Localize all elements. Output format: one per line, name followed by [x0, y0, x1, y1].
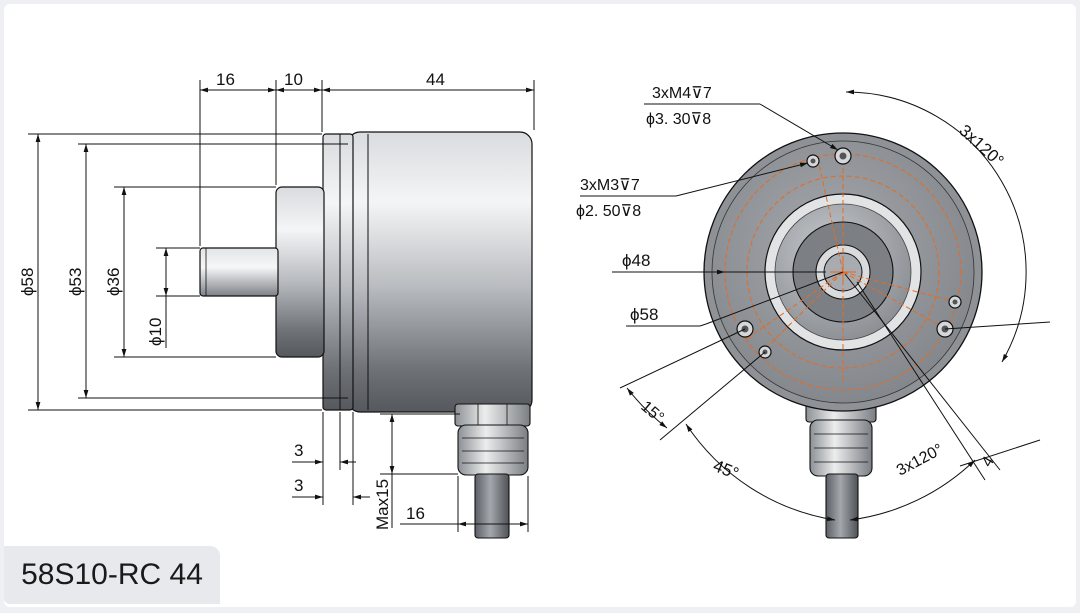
side-top-dimensions: [199, 80, 535, 246]
dim-3-lower: 3: [294, 476, 303, 495]
dim-4: 4: [979, 454, 998, 470]
dim-dia-58-side: ϕ58: [18, 268, 37, 296]
model-label: 58S10-RC 44: [4, 546, 220, 604]
m4-label-line1: 3xM4⊽7: [652, 85, 712, 102]
angle-45: 45°: [711, 456, 742, 483]
side-left-dimensions: [28, 133, 348, 411]
dim-3-upper: 3: [294, 441, 303, 460]
angle-15: 15°: [637, 398, 666, 427]
dim-dia-10-side: ϕ10: [146, 318, 165, 346]
angle-3x120-bottom: 3x120°: [894, 441, 946, 479]
dim-16-bottom: 16: [406, 504, 425, 523]
side-bottom-dimensions: [292, 412, 529, 532]
dim-dia-48-front: ϕ48: [622, 251, 650, 270]
front-view: 3xM4⊽7 ϕ3. 30⊽8 3xM3⊽7 ϕ2. 50⊽8 ϕ48 ϕ58 …: [576, 85, 1051, 539]
dim-dia-58-front: ϕ58: [630, 305, 658, 324]
technical-drawing: 16 10 44: [18, 70, 1051, 539]
drawing-canvas: 16 10 44: [4, 4, 1076, 607]
dim-dia-36-side: ϕ36: [104, 268, 123, 296]
dim-10-top: 10: [284, 70, 303, 89]
m4-label-line2: ϕ3. 30⊽8: [646, 111, 711, 128]
dim-max15: Max15: [373, 479, 392, 530]
encoder-boss: [275, 186, 325, 358]
encoder-body: [347, 131, 533, 413]
front-leaders: [580, 89, 1051, 522]
encoder-flange: [322, 133, 354, 411]
cable: [474, 473, 510, 539]
dim-44-top: 44: [426, 70, 445, 89]
dim-16-top: 16: [216, 70, 235, 89]
side-view: 16 10 44: [18, 70, 535, 539]
m3-label-line1: 3xM3⊽7: [580, 177, 640, 194]
cable-gland-body: [457, 424, 529, 476]
cable-gland-nut: [454, 403, 531, 427]
front-cable: [825, 473, 859, 539]
dim-dia-53-side: ϕ53: [66, 268, 85, 296]
shaft: [199, 247, 279, 297]
m3-label-line2: ϕ2. 50⊽8: [576, 203, 641, 220]
angle-3x120-top: 3x120°: [955, 121, 1007, 171]
